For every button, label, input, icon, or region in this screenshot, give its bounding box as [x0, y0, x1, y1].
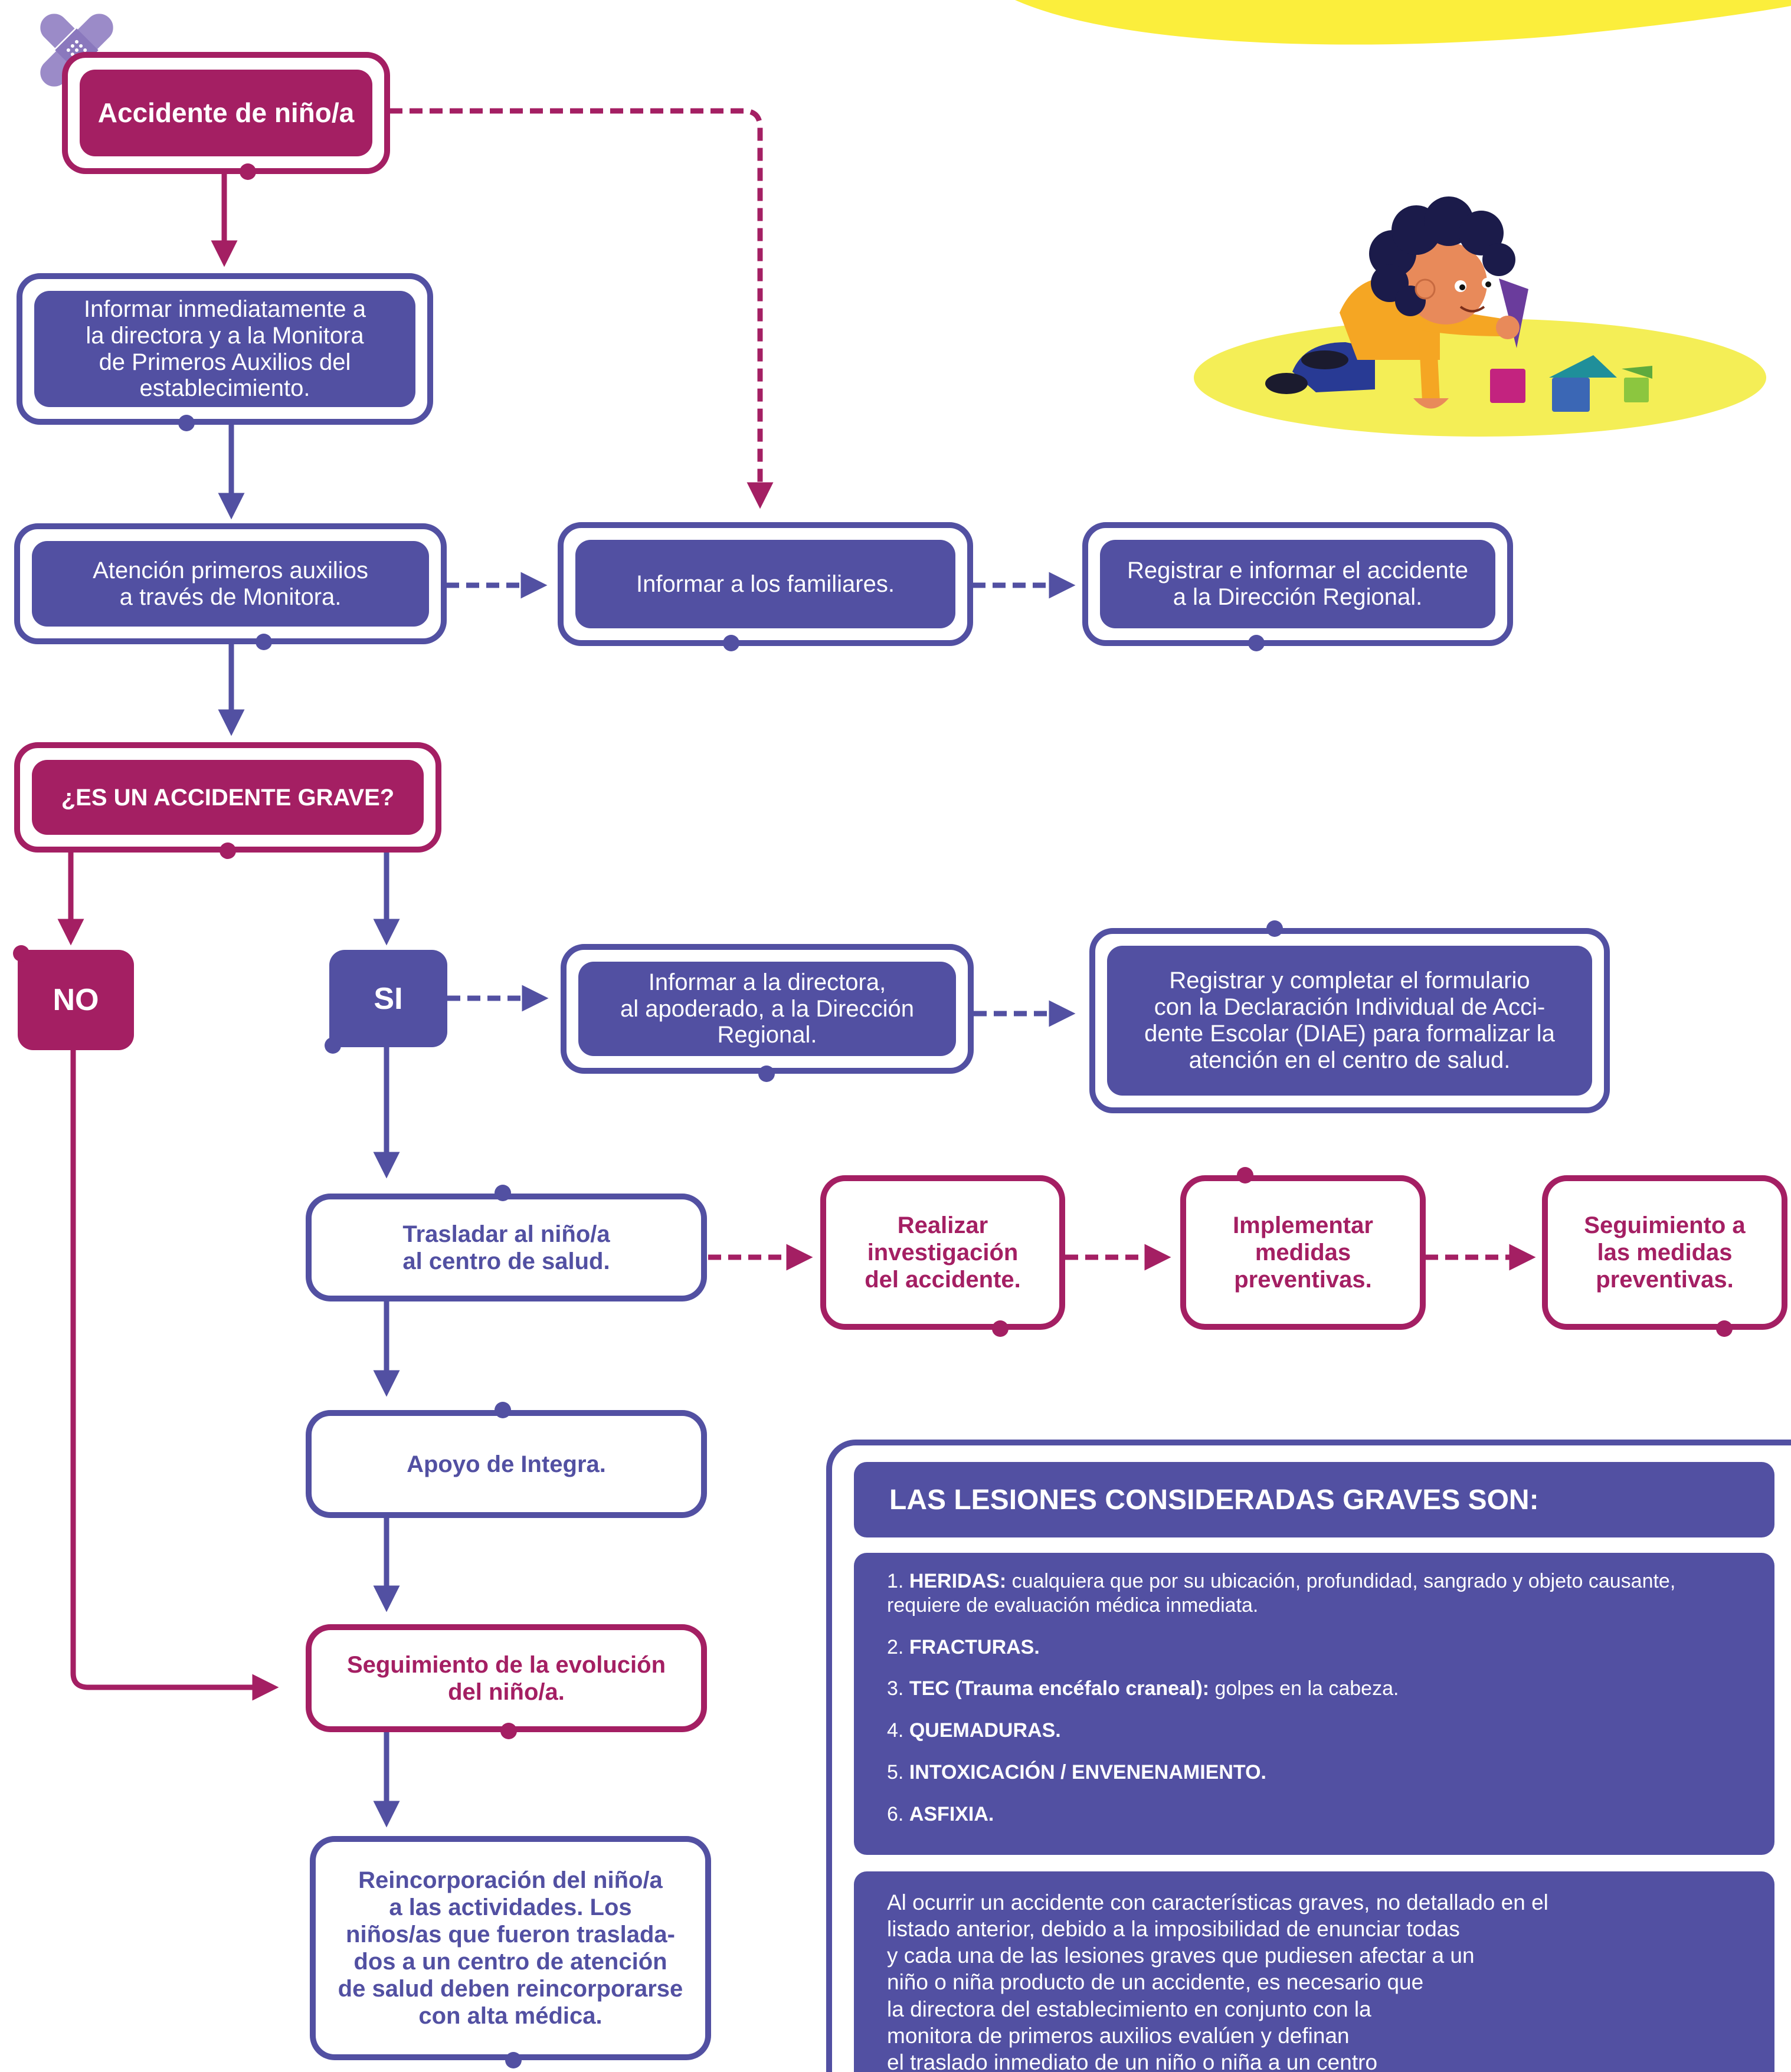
connector-dot	[505, 2052, 522, 2068]
connector-dot	[1716, 1320, 1733, 1337]
node-inform-family-label: Informar a los familiares.	[575, 540, 955, 628]
list-item: 6. ASFIXIA.	[887, 1802, 994, 1825]
yellow-blob	[1015, 0, 1791, 45]
panel-title: LAS LESIONES CONSIDERADAS GRAVES SON:	[854, 1462, 1774, 1537]
connector-dot	[1237, 1167, 1253, 1183]
list-item: 3. TEC (Trauma encéfalo craneal): golpes…	[887, 1677, 1399, 1700]
node-follow-measures: Seguimiento a las medidas preventivas.	[1542, 1175, 1787, 1330]
node-register-form: Registrar y completar el formulario con …	[1089, 928, 1610, 1113]
list-item: 2. FRACTURAS.	[887, 1635, 1040, 1658]
answer-no-bubble: NO	[18, 950, 134, 1050]
node-register-regional: Registrar e informar el accidente a la D…	[1082, 522, 1513, 646]
list-item: 5. INTOXICACIÓN / ENVENENAMIENTO.	[887, 1760, 1266, 1784]
node-follow-evolution-text: Seguimiento de la evolución del niño/a.	[346, 1651, 666, 1705]
node-investigate: Realizar investigación del accidente.	[820, 1175, 1065, 1330]
connector-dot	[240, 163, 256, 180]
node-implement-text: Implementar medidas preventivas.	[1233, 1212, 1373, 1293]
node-inform-guardian-text: Informar a la directora, al apoderado, a…	[620, 969, 915, 1048]
connector-dot	[495, 1402, 511, 1418]
node-investigate-text: Realizar investigación del accidente.	[865, 1212, 1021, 1293]
connector-dot	[992, 1320, 1009, 1337]
node-question-label: ¿ES UN ACCIDENTE GRAVE?	[32, 760, 424, 835]
node-first-aid-text: Atención primeros auxilios a través de M…	[93, 557, 368, 610]
node-integra: Apoyo de Integra.	[306, 1410, 707, 1518]
connector-dot	[495, 1185, 511, 1201]
connector-dot	[256, 634, 272, 650]
answer-si-bubble: SI	[329, 950, 447, 1047]
connector-dot	[1248, 635, 1265, 651]
connector-dot	[500, 1723, 517, 1739]
node-follow-evolution: Seguimiento de la evolución del niño/a.	[306, 1624, 707, 1732]
connector-dot	[758, 1065, 775, 1082]
connector-dot	[325, 1037, 341, 1054]
node-accident: Accidente de niño/a	[62, 52, 390, 174]
node-inform-director-text: Informar inmediatamente a la directora y…	[83, 296, 366, 402]
node-inform-director: Informar inmediatamente a la directora y…	[17, 273, 433, 425]
node-follow-measures-text: Seguimiento a las medidas preventivas.	[1584, 1212, 1746, 1293]
node-transfer-text: Trasladar al niño/a al centro de salud.	[402, 1221, 610, 1274]
list-item: 1. HERIDAS: cualquiera que por su ubicac…	[887, 1570, 1676, 1617]
child-playing-illustration	[1194, 196, 1766, 437]
list-item: 4. QUEMADURAS.	[887, 1719, 1061, 1742]
connector-dot	[13, 945, 30, 962]
note-paragraph: Al ocurrir un accidente con característi…	[854, 1871, 1774, 2072]
injury-list: 1. HERIDAS: cualquiera que por su ubicac…	[854, 1553, 1774, 1855]
connector-dot	[1266, 920, 1283, 937]
connector-dot	[220, 842, 236, 859]
node-inform-family: Informar a los familiares.	[558, 522, 973, 646]
connector-dot	[178, 415, 195, 431]
node-reincorporation: Reincorporación del niño/a a las activid…	[310, 1836, 711, 2060]
node-implement: Implementar medidas preventivas.	[1180, 1175, 1426, 1330]
node-accident-label: Accidente de niño/a	[80, 70, 372, 156]
node-register-regional-text: Registrar e informar el accidente a la D…	[1127, 558, 1469, 610]
connector-dot	[723, 635, 739, 651]
node-inform-guardian: Informar a la directora, al apoderado, a…	[561, 944, 974, 1074]
node-question: ¿ES UN ACCIDENTE GRAVE?	[14, 742, 441, 853]
arrow-no-to-evolution	[70, 1050, 279, 1701]
arrow-accident-to-family	[389, 108, 774, 509]
node-register-form-text: Registrar y completar el formulario con …	[1144, 968, 1555, 1073]
node-first-aid: Atención primeros auxilios a través de M…	[14, 523, 447, 644]
node-integra-label: Apoyo de Integra.	[407, 1451, 606, 1477]
node-reincorporation-text: Reincorporación del niño/a a las activid…	[338, 1867, 683, 2029]
node-transfer: Trasladar al niño/a al centro de salud.	[306, 1194, 707, 1301]
